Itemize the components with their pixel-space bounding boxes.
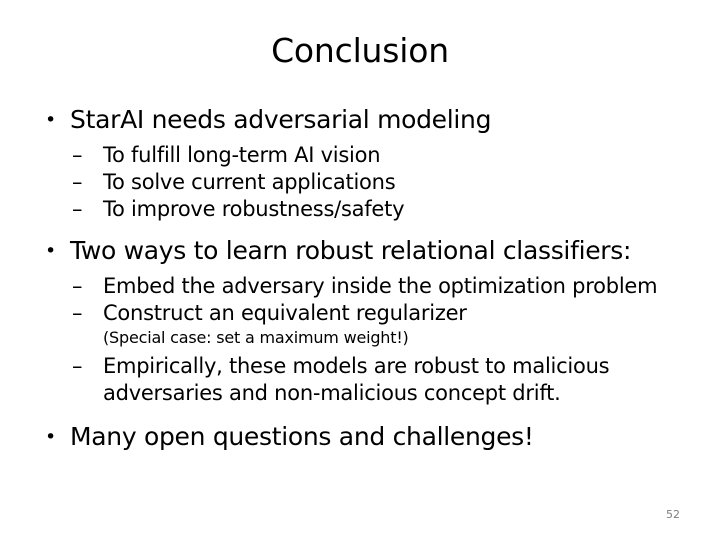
slide-body: • StarAI needs adversarial modeling – To… (0, 104, 720, 453)
bullet-text: Many open questions and challenges! (70, 422, 534, 451)
special-case-note: (Special case: set a maximum weight!) (0, 327, 720, 349)
bullet-text: To solve current applications (103, 170, 396, 194)
bullet-text: StarAI needs adversarial modeling (70, 105, 492, 134)
page-title: Conclusion (271, 31, 449, 70)
bullet-item-level1: • Two ways to learn robust relational cl… (0, 235, 720, 267)
bullet-dot-icon: • (45, 240, 56, 262)
bullet-text: Embed the adversary inside the optimizat… (103, 274, 658, 298)
bullet-item-level1: • StarAI needs adversarial modeling (0, 104, 720, 136)
bullet-item-level2: – Construct an equivalent regularizer (0, 300, 720, 327)
spacer (0, 407, 720, 421)
bullet-dot-icon: • (45, 426, 56, 448)
page-number: 52 (666, 508, 680, 521)
bullet-item-level2: – To solve current applications (0, 169, 720, 196)
bullet-text: Empirically, these models are robust to … (103, 354, 610, 405)
bullet-item-level2: – Empirically, these models are robust t… (0, 353, 720, 407)
spacer (0, 223, 720, 235)
bullet-text: Construct an equivalent regularizer (103, 301, 467, 325)
bullet-item-level2: – Embed the adversary inside the optimiz… (0, 273, 720, 300)
bullet-text: To improve robustness/safety (103, 197, 405, 221)
dash-marker-icon: – (72, 301, 83, 325)
note-text: (Special case: set a maximum weight!) (103, 328, 409, 347)
bullet-text: To fulfill long-term AI vision (103, 143, 381, 167)
bullet-text: Two ways to learn robust relational clas… (70, 236, 632, 265)
dash-marker-icon: – (72, 354, 83, 378)
dash-marker-icon: – (72, 170, 83, 194)
dash-marker-icon: – (72, 197, 83, 221)
dash-marker-icon: – (72, 143, 83, 167)
bullet-item-level2: – To fulfill long-term AI vision (0, 142, 720, 169)
bullet-item-level2: – To improve robustness/safety (0, 196, 720, 223)
bullet-dot-icon: • (45, 109, 56, 131)
dash-marker-icon: – (72, 274, 83, 298)
bullet-item-level1: • Many open questions and challenges! (0, 421, 720, 453)
